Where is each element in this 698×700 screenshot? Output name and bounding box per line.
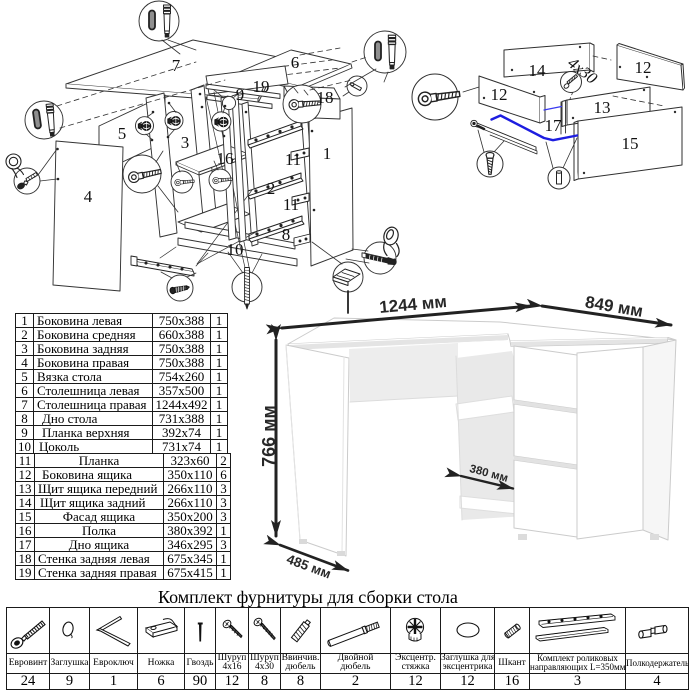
svg-text:3: 3 [181, 133, 190, 152]
svg-text:5: 5 [118, 124, 127, 143]
svg-text:2: 2 [267, 179, 276, 198]
svg-text:11: 11 [285, 150, 301, 169]
svg-text:7: 7 [172, 56, 181, 75]
svg-text:14: 14 [529, 61, 547, 80]
svg-text:11: 11 [283, 195, 299, 214]
svg-text:12: 12 [491, 85, 508, 104]
svg-text:6: 6 [291, 53, 300, 72]
svg-text:13: 13 [594, 98, 611, 117]
svg-text:16: 16 [217, 149, 234, 168]
svg-text:12: 12 [635, 58, 652, 77]
svg-text:15: 15 [622, 134, 639, 153]
svg-text:1: 1 [323, 144, 332, 163]
svg-text:766 мм: 766 мм [259, 405, 279, 467]
svg-text:17: 17 [545, 116, 563, 135]
svg-text:8: 8 [282, 225, 291, 244]
svg-text:18: 18 [317, 88, 334, 107]
svg-text:9: 9 [236, 85, 245, 104]
svg-text:4: 4 [84, 187, 93, 206]
svg-text:10: 10 [227, 240, 244, 259]
svg-text:19: 19 [253, 77, 270, 96]
